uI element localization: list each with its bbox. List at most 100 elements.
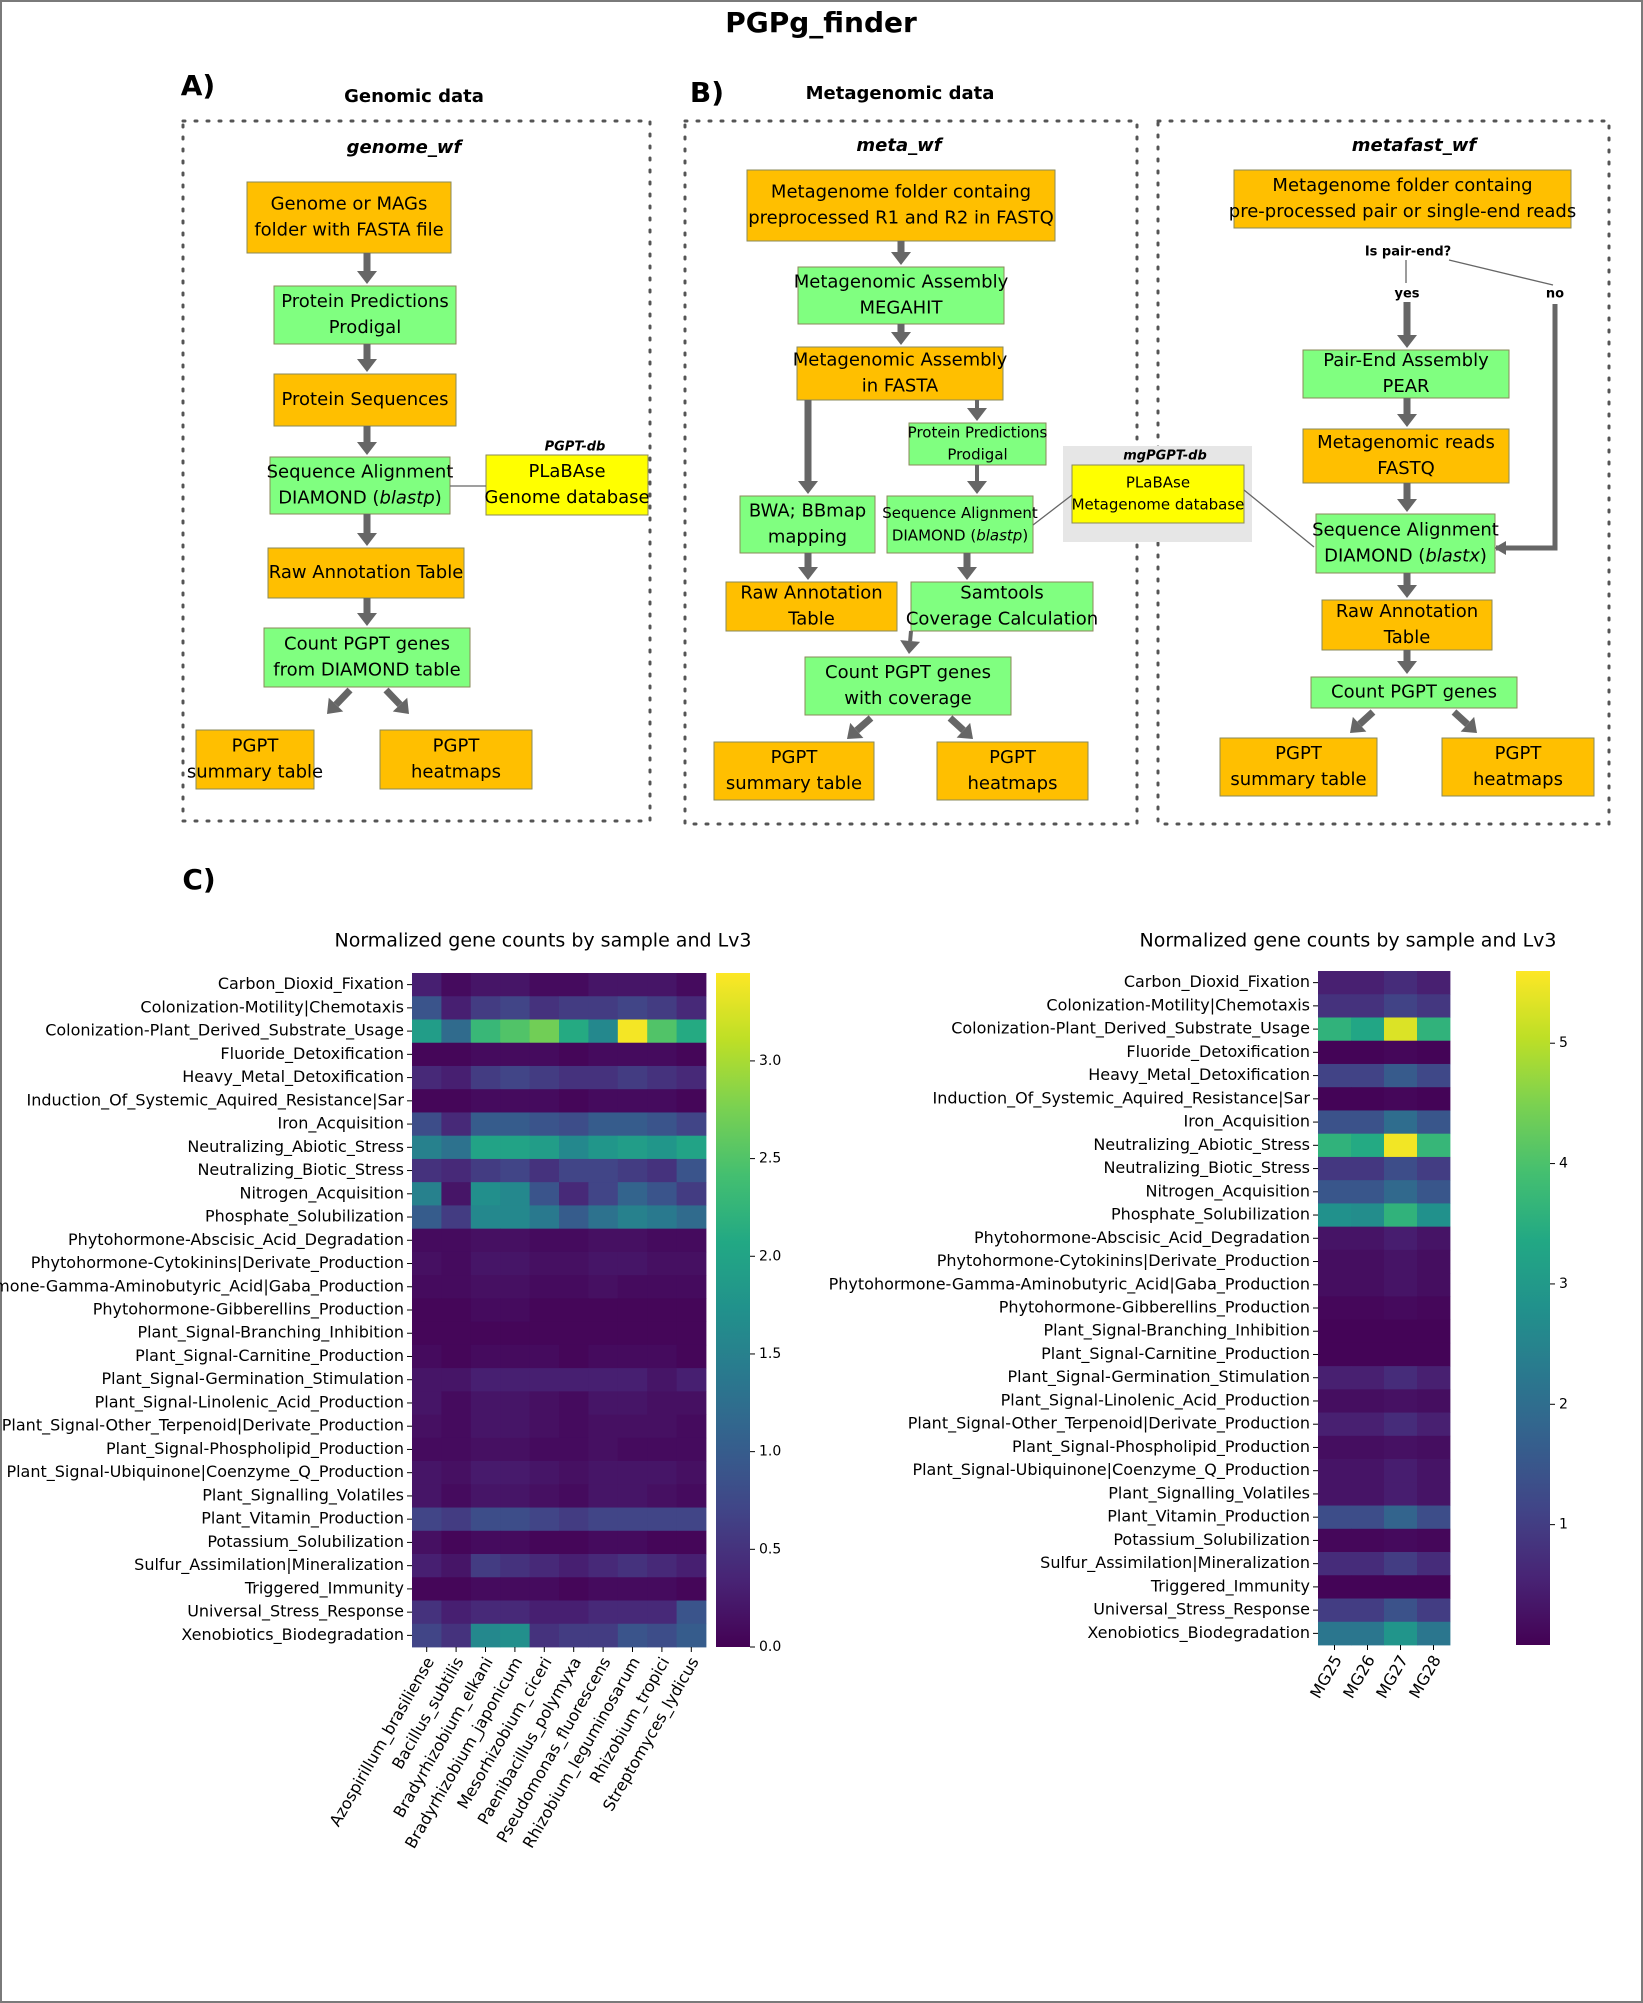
heatmap-left-cell: [470, 996, 501, 1020]
metafast-input-box: [1233, 169, 1572, 229]
arrow-c3-head: [1397, 499, 1417, 512]
heatmap-left-cell: [588, 1065, 619, 1090]
heatmap-left-cell: [647, 1042, 677, 1067]
heatmap-left-cell: [441, 1577, 472, 1601]
heatmap-left-cell: [412, 1042, 442, 1067]
heatmap-left-cell: [617, 973, 648, 997]
heatmap-left-cell: [676, 1623, 707, 1648]
heatmap-right-row-label: Phytohormone-Gibberellins_Production: [999, 1298, 1310, 1318]
heatmap-left-row-label: Potassium_Solubilization: [207, 1532, 404, 1552]
arrow-b8: [908, 630, 913, 642]
meta-heatmaps-box: [936, 741, 1089, 801]
megahit-assembly-box-text: MEGAHIT: [859, 298, 943, 319]
heatmap-left-row-label: Plant_Signal-Linolenic_Acid_Production: [95, 1392, 404, 1412]
heatmap-left-cell: [676, 1391, 707, 1415]
heatmap-left-cell: [559, 1507, 589, 1532]
metagenomic-reads-box: [1302, 428, 1510, 484]
heatmap-right-colorbar-label: 5: [1559, 1035, 1568, 1051]
heatmap-right-cell: [1351, 1435, 1385, 1460]
heatmap-right-cell: [1417, 1087, 1451, 1111]
heatmap-left-row-label: Sulfur_Assimilation|Mineralization: [134, 1555, 404, 1575]
heatmap-left-cell: [529, 1461, 560, 1485]
heatmap-left-cell: [588, 1275, 619, 1299]
heatmap-right-cell: [1417, 1063, 1451, 1088]
metafast-summary-table-box: [1219, 737, 1378, 797]
heatmap-left-cell: [470, 1228, 501, 1253]
heatmap-left-cell: [676, 1577, 707, 1601]
heatmap-left-row-label: Phytohormone-Cytokinins|Derivate_Product…: [31, 1253, 404, 1273]
heatmap-left-cell: [500, 1112, 530, 1137]
heatmap-left-cell: [676, 1019, 707, 1044]
heatmap-left-cell: [676, 1065, 707, 1090]
heatmap-left-cell: [529, 1158, 560, 1183]
samtools-coverage-box-text: Coverage Calculation: [906, 609, 1098, 630]
heatmap-left-row-label: Nitrogen_Acquisition: [240, 1183, 404, 1203]
heatmap-left-cell: [529, 1135, 560, 1160]
arrow-c5-head: [1397, 661, 1417, 674]
heatmap-left-row-label: Phytohormone-Gibberellins_Production: [93, 1300, 404, 1320]
heatmap-left-cell: [617, 1577, 648, 1601]
heatmap-left-cell: [470, 1461, 501, 1485]
heatmap-left-cell: [412, 1321, 442, 1346]
heatmap-left-cell: [588, 1251, 619, 1276]
heatmap-left-cell: [588, 973, 619, 997]
heatmap-right-cell: [1417, 1552, 1451, 1576]
heatmap-left-cell: [559, 1600, 589, 1625]
heatmap-right-cell: [1417, 1156, 1451, 1181]
sequence-alignment-box-text: Sequence Alignment: [267, 461, 454, 482]
heatmap-left-cell: [529, 1321, 560, 1346]
heatmap-right-row-label: Colonization-Motility|Chemotaxis: [1046, 995, 1310, 1014]
heatmap-right-cell: [1384, 1482, 1418, 1506]
heatmap-left-cell: [588, 1484, 619, 1508]
panel-b-header: Metagenomic data: [806, 83, 995, 104]
pear-assembly-box-text: PEAR: [1382, 376, 1429, 397]
meta-raw-annotation-box-text: Raw Annotation: [740, 582, 882, 603]
heatmap-left-cell: [529, 1275, 560, 1299]
heatmap-right-cell: [1417, 1459, 1451, 1483]
heatmap-left-cell: [441, 1089, 472, 1113]
heatmap-right-cell: [1351, 1342, 1385, 1367]
heatmap-left-cell: [676, 1298, 707, 1323]
heatmap-left-cell: [676, 1437, 707, 1462]
heatmap-left-row-label: Plant_Signal-Germination_Stimulation: [102, 1369, 404, 1389]
heatmap-right-cell: [1384, 1180, 1418, 1204]
heatmap-left-cell: [500, 1135, 530, 1160]
heatmap-left-cell: [617, 1368, 648, 1392]
heatmap-left-cell: [470, 1368, 501, 1392]
heatmap-left-cell: [617, 1437, 648, 1462]
heatmap-right-row-label: Xenobiotics_Biodegradation: [1087, 1623, 1310, 1643]
heatmap-left-cell: [647, 1182, 677, 1206]
heatmap-right-cell: [1384, 1528, 1418, 1553]
heatmap-left-cell: [529, 1484, 560, 1508]
metafast-input-box-text: pre-processed pair or single-end reads: [1229, 201, 1576, 222]
heatmap-right-row-label: Potassium_Solubilization: [1113, 1530, 1310, 1550]
heatmap-left-cell: [441, 1600, 472, 1625]
heatmap-left-cell: [647, 1577, 677, 1601]
yes-label: yes: [1394, 287, 1419, 302]
heatmap-right-cell: [1351, 1319, 1385, 1344]
heatmap-right-cell: [1384, 1063, 1418, 1088]
heatmap-right-cell: [1384, 1552, 1418, 1576]
heatmap-left-colorbar-label: 1.0: [759, 1444, 781, 1460]
heatmap-right-cell: [1417, 1435, 1451, 1460]
heatmap-left-row-label: Plant_Signal-Branching_Inhibition: [137, 1323, 404, 1343]
heatmap-left-cell: [647, 1298, 677, 1323]
heatmap-left-cell: [529, 1554, 560, 1578]
panel-c-letter: C): [182, 863, 215, 896]
heatmap-left-cell: [529, 1228, 560, 1253]
metafast-count-box-text: Count PGPT genes: [1331, 682, 1497, 703]
heatmap-left-cell: [676, 1112, 707, 1137]
genome-input-box-text: Genome or MAGs: [271, 193, 428, 214]
db-connector-b1: [1032, 494, 1073, 526]
heatmap-left-cell: [412, 1414, 442, 1439]
arrow-c2-head: [1397, 414, 1417, 427]
heatmap-left-cell: [441, 1135, 472, 1160]
heatmap-left-cell: [559, 1158, 589, 1183]
heatmap-left-cell: [412, 1484, 442, 1508]
heatmap-right-cell: [1351, 1552, 1385, 1576]
heatmap-left-row-label: Fluoride_Detoxification: [220, 1044, 404, 1064]
heatmap-right-row-label: Plant_Signalling_Volatiles: [1108, 1483, 1310, 1503]
heatmap-right-cell: [1351, 1366, 1385, 1390]
db-connector-b2: [1243, 489, 1315, 548]
